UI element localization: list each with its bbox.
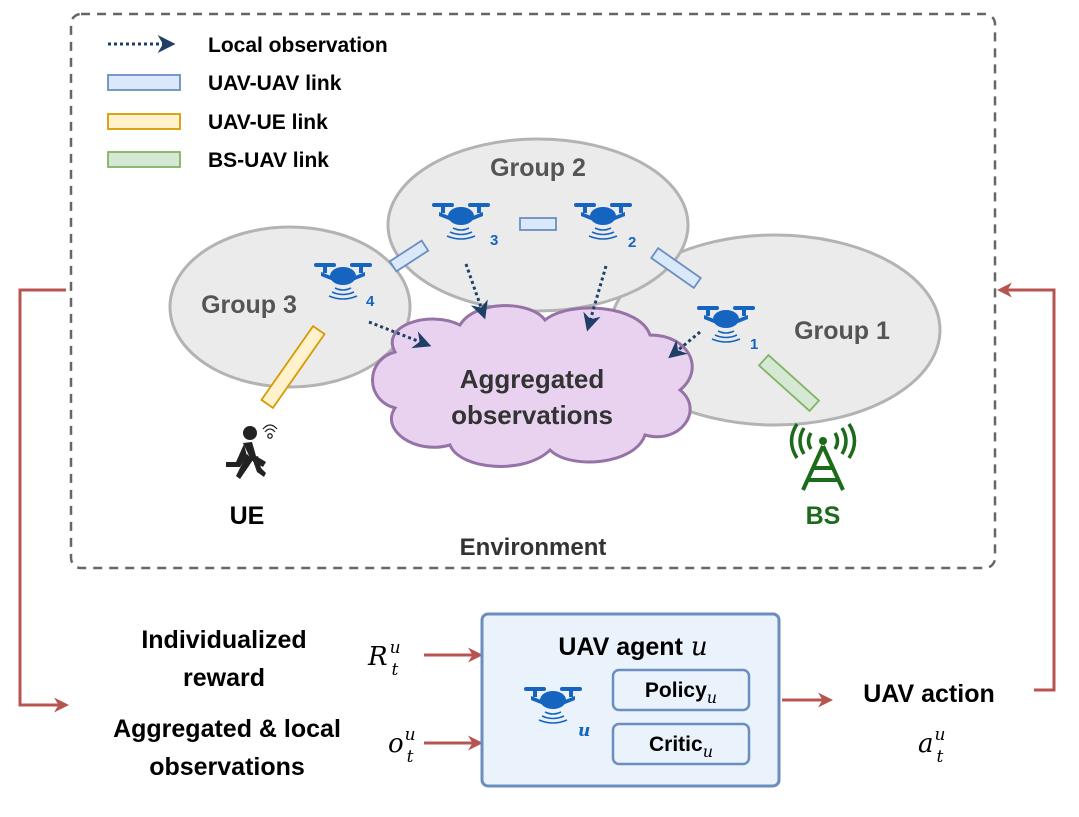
reward-symbol-sub: t bbox=[392, 660, 399, 680]
legend-uav-ue-swatch bbox=[107, 113, 181, 130]
legend-uav-uav-swatch bbox=[107, 74, 181, 91]
reward-label-line1: Individualized bbox=[141, 626, 306, 654]
local-observation-arrow-2 bbox=[583, 265, 608, 332]
uav-action-label: UAV action bbox=[863, 680, 995, 708]
group-3-label: Group 3 bbox=[201, 291, 297, 319]
critic-box bbox=[611, 722, 751, 766]
critic-label: Criticu bbox=[649, 733, 713, 761]
legend-local-observation-label: Local observation bbox=[208, 34, 388, 57]
reward-symbol-sup: u bbox=[390, 638, 401, 658]
uav-uav-link-2-1 bbox=[650, 246, 702, 290]
uav-ue-link bbox=[260, 324, 326, 410]
observation-symbol-sup: u bbox=[405, 725, 416, 745]
critic-sub: u bbox=[703, 742, 713, 761]
feedback-arrow-left bbox=[18, 288, 69, 713]
legend: Local observation UAV-UAV link UAV-UE li… bbox=[107, 34, 388, 172]
cloud-label-line2: observations bbox=[451, 400, 613, 430]
bs-uav-link bbox=[757, 353, 821, 413]
bs-label: BS bbox=[806, 502, 841, 530]
uav-agent-title-var: u bbox=[691, 632, 708, 662]
uav-3-number: 3 bbox=[490, 232, 498, 249]
action-symbol-sup: u bbox=[935, 725, 946, 745]
aggregated-observations-cloud bbox=[371, 304, 694, 468]
observation-symbol-sub: t bbox=[407, 747, 414, 767]
cloud-label-line1: Aggregated bbox=[460, 364, 604, 394]
ue-person-icon bbox=[226, 424, 278, 479]
uav-agent-drone-label: u bbox=[578, 721, 590, 741]
uav-4-number: 4 bbox=[366, 293, 375, 310]
group-1-label: Group 1 bbox=[794, 317, 890, 345]
legend-bs-uav-swatch bbox=[107, 151, 181, 168]
policy-box bbox=[611, 668, 751, 712]
observation-label-line1: Aggregated & local bbox=[113, 715, 341, 743]
bs-tower-icon bbox=[789, 423, 857, 491]
legend-uav-uav-label: UAV-UAV link bbox=[208, 72, 342, 95]
environment-box bbox=[69, 12, 997, 570]
environment-label: Environment bbox=[460, 534, 607, 561]
legend-uav-ue-label: UAV-UE link bbox=[208, 111, 328, 134]
reward-label-line2: reward bbox=[183, 664, 265, 692]
group-2-label: Group 2 bbox=[490, 154, 586, 182]
observation-label-line2: observations bbox=[149, 753, 305, 781]
uav-1-number: 1 bbox=[750, 336, 758, 353]
policy-sub: u bbox=[707, 688, 717, 707]
uav-uav-link-2-3 bbox=[519, 217, 557, 231]
action-symbol-sub: t bbox=[936, 747, 943, 767]
uav-2-number: 2 bbox=[628, 234, 636, 251]
local-observation-arrow-1 bbox=[668, 330, 701, 359]
group-3-ellipse bbox=[168, 225, 412, 389]
uav-uav-link-3-4 bbox=[388, 239, 430, 273]
feedback-arrow-right bbox=[997, 282, 1056, 692]
legend-bs-uav-label: BS-UAV link bbox=[208, 149, 329, 172]
policy-label: Policyu bbox=[645, 679, 717, 707]
local-observation-arrow-4 bbox=[368, 320, 432, 349]
ue-label: UE bbox=[230, 502, 265, 530]
